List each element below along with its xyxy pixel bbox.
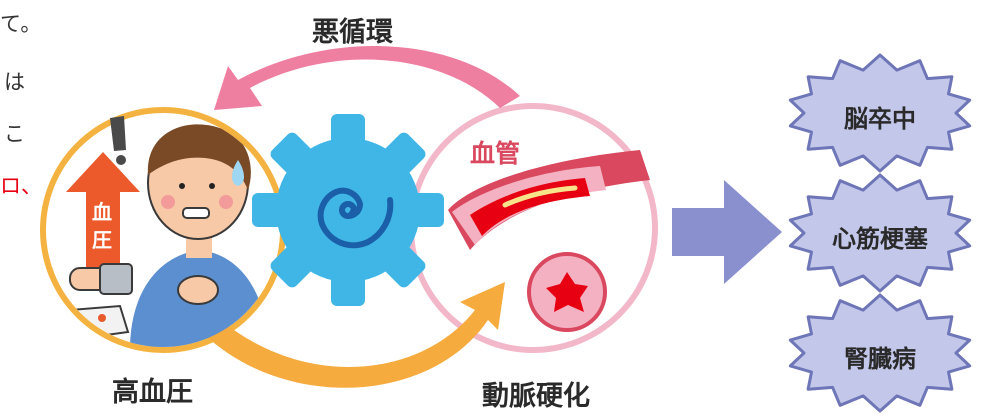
vicious-cycle-arrow bbox=[214, 46, 520, 110]
arteriosclerosis-circle bbox=[408, 103, 658, 353]
spiral-icon bbox=[317, 187, 394, 249]
kidney-burst bbox=[788, 293, 972, 413]
outcome-stroke: 脳卒中 bbox=[844, 105, 916, 133]
text-fragment-2: は bbox=[4, 70, 25, 94]
text-fragment-1: て。 bbox=[0, 12, 42, 36]
bp-arrow-label: 血圧 bbox=[92, 200, 112, 252]
outcome-myocardial-infarction: 心筋梗塞 bbox=[832, 225, 928, 253]
cycle-return-arrow bbox=[205, 282, 505, 388]
gear-icon bbox=[252, 114, 444, 306]
plaque bbox=[470, 178, 590, 236]
hypertension-label: 高血圧 bbox=[112, 377, 193, 408]
stroke-burst bbox=[788, 53, 972, 173]
bp-up-arrow bbox=[66, 152, 140, 270]
vicious-cycle-label: 悪循環 bbox=[312, 17, 393, 48]
text-fragment-3: こ bbox=[4, 122, 25, 146]
arteriosclerosis-label: 動脈硬化 bbox=[482, 381, 590, 412]
text-fragment-4: ロ、 bbox=[0, 174, 42, 198]
outcome-kidney-disease: 腎臓病 bbox=[844, 345, 916, 373]
outcome-arrow bbox=[672, 180, 782, 284]
mi-burst bbox=[788, 173, 972, 293]
blood-vessel-label: 血管 bbox=[470, 139, 521, 168]
exclamation-icon bbox=[110, 116, 126, 165]
blood-vessel-illustration bbox=[448, 150, 650, 332]
